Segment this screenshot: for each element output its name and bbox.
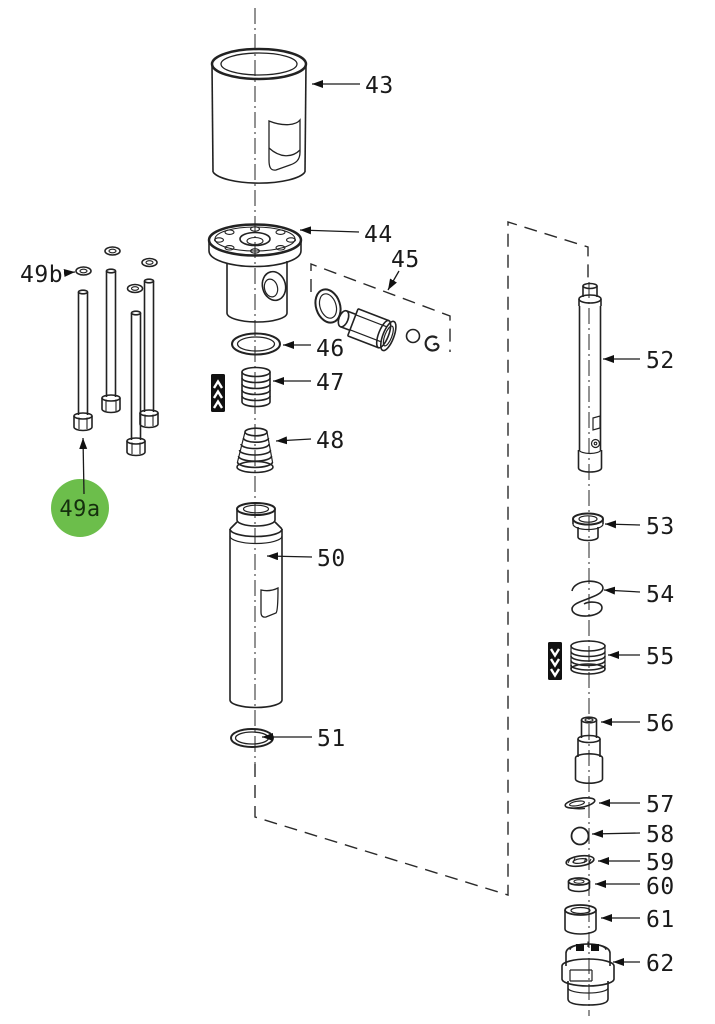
part-59-drawing	[565, 854, 595, 868]
part-51-drawing	[230, 728, 274, 748]
part-label-49b[interactable]: 49b	[20, 262, 63, 288]
part-label-60[interactable]: 60	[646, 874, 675, 900]
part-label-43[interactable]: 43	[365, 73, 394, 99]
highlight-circle-49a[interactable]	[51, 479, 109, 537]
part-label-61[interactable]: 61	[646, 907, 675, 933]
part-label-51[interactable]: 51	[317, 726, 346, 752]
part-47-drawing	[241, 366, 271, 408]
part-label-59[interactable]: 59	[646, 850, 675, 876]
part-43-drawing	[210, 47, 308, 184]
part-label-58[interactable]: 58	[646, 822, 675, 848]
part-49a-bolts-drawing	[73, 268, 159, 457]
part-48-drawing	[236, 427, 274, 474]
part-45-drawing	[314, 288, 440, 352]
dashed-subassembly-outline	[254, 221, 589, 896]
part-57-drawing	[564, 797, 596, 810]
leader-44	[299, 226, 360, 235]
dashed-box-part-45	[310, 262, 451, 352]
leader-58	[591, 829, 641, 838]
leader-48	[275, 436, 312, 445]
part-label-52[interactable]: 52	[646, 348, 675, 374]
part-56-drawing	[574, 716, 604, 784]
part-label-49a[interactable]: 49a	[59, 497, 100, 522]
grease-symbol-55	[548, 642, 562, 680]
leader-lines	[63, 80, 641, 966]
part-49b-washers-drawing	[75, 246, 158, 294]
part-label-45[interactable]: 45	[391, 247, 420, 273]
leader-45	[387, 270, 400, 291]
part-label-44[interactable]: 44	[364, 222, 393, 248]
part-46-drawing	[231, 332, 281, 356]
part-54-drawing	[571, 580, 604, 617]
part-52-drawing	[577, 282, 603, 473]
part-label-47[interactable]: 47	[316, 370, 345, 396]
leader-53	[604, 520, 641, 529]
leader-49a	[79, 437, 88, 495]
part-labels: 43 44 45 46 47 48 49b 49a 50 51 52 53 54…	[20, 73, 675, 977]
part-label-56[interactable]: 56	[646, 711, 675, 737]
part-60-drawing	[567, 877, 591, 893]
part-label-54[interactable]: 54	[646, 582, 675, 608]
part-label-55[interactable]: 55	[646, 644, 675, 670]
part-58-drawing	[570, 826, 590, 846]
part-44-drawing	[207, 223, 303, 323]
part-55-drawing	[570, 640, 606, 675]
part-label-46[interactable]: 46	[316, 336, 345, 362]
grease-symbol-47	[211, 374, 225, 412]
part-label-50[interactable]: 50	[317, 546, 346, 572]
leader-49b	[63, 269, 76, 277]
part-53-drawing	[572, 512, 604, 542]
part-61-drawing	[564, 904, 597, 935]
part-50-drawing	[229, 502, 283, 709]
leader-50	[266, 552, 313, 561]
part-62-drawing	[561, 941, 615, 1006]
leader-54	[603, 586, 641, 595]
part-label-53[interactable]: 53	[646, 514, 675, 540]
part-label-48[interactable]: 48	[316, 428, 345, 454]
part-label-62[interactable]: 62	[646, 951, 675, 977]
part-label-57[interactable]: 57	[646, 792, 675, 818]
